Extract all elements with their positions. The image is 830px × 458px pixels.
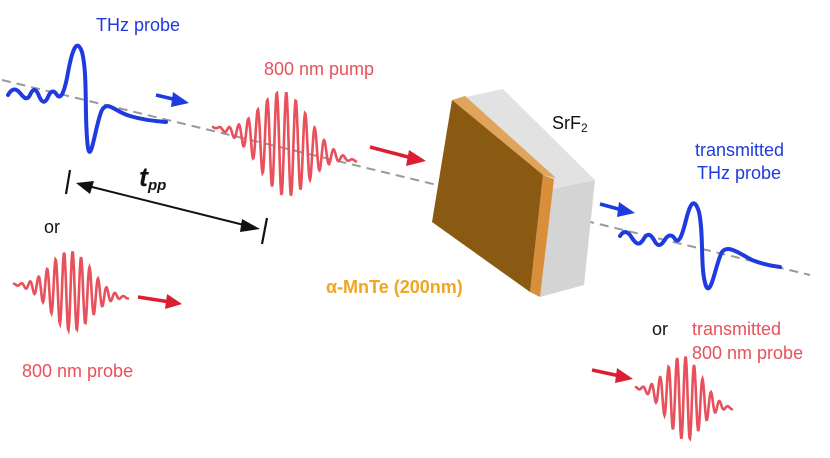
- srf2-label: SrF2: [552, 112, 588, 139]
- beam-path: [1, 79, 811, 276]
- tpp-main: t: [139, 162, 148, 192]
- red-arrow-probe: [137, 294, 182, 309]
- delay-tick-right: [260, 217, 269, 245]
- red-arrow-pump: [369, 145, 426, 166]
- blue-arrow-in: [155, 92, 189, 107]
- probe-800-label: 800 nm probe: [22, 361, 134, 381]
- transmitted-800-label-1: transmitted: [692, 319, 782, 339]
- red-arrow-out: [591, 368, 633, 383]
- tpp-label: tpp: [139, 164, 167, 197]
- thz-probe-waveform: [6, 43, 168, 154]
- film-top-edge: [452, 96, 556, 178]
- or-right-label: or: [652, 319, 669, 339]
- mnte-film: [432, 100, 543, 292]
- pump-pulse-waveform: [211, 90, 358, 196]
- delay-arrowhead-left: [76, 181, 94, 194]
- substrate-side: [540, 180, 595, 297]
- delay-marker: [64, 169, 269, 245]
- or-left-label: or: [44, 217, 61, 237]
- delay-arrow-line: [91, 186, 245, 226]
- tpp-sub: pp: [148, 177, 167, 194]
- sample-block: [432, 89, 595, 297]
- transmitted-800-label-2: 800 nm probe: [692, 343, 804, 363]
- thz-probe-label: THz probe: [96, 15, 181, 35]
- srf2-sub: 2: [581, 121, 588, 135]
- film-edge: [530, 175, 554, 297]
- pump-label: 800 nm pump: [264, 59, 375, 79]
- probe-pulse-waveform: [12, 251, 130, 335]
- transmitted-thz-label-1: transmitted: [695, 140, 785, 160]
- transmitted-probe-pulse-waveform: [634, 356, 734, 442]
- sample-label: α-MnTe (200nm): [326, 277, 463, 297]
- blue-arrow-out: [599, 202, 635, 217]
- transmitted-thz-label-2: THz probe: [697, 163, 782, 183]
- srf2-main: SrF: [552, 113, 581, 133]
- substrate-top: [452, 89, 595, 191]
- transmitted-thz-waveform: [618, 201, 782, 291]
- delay-arrowhead-right: [240, 219, 260, 232]
- delay-tick-left: [64, 169, 72, 195]
